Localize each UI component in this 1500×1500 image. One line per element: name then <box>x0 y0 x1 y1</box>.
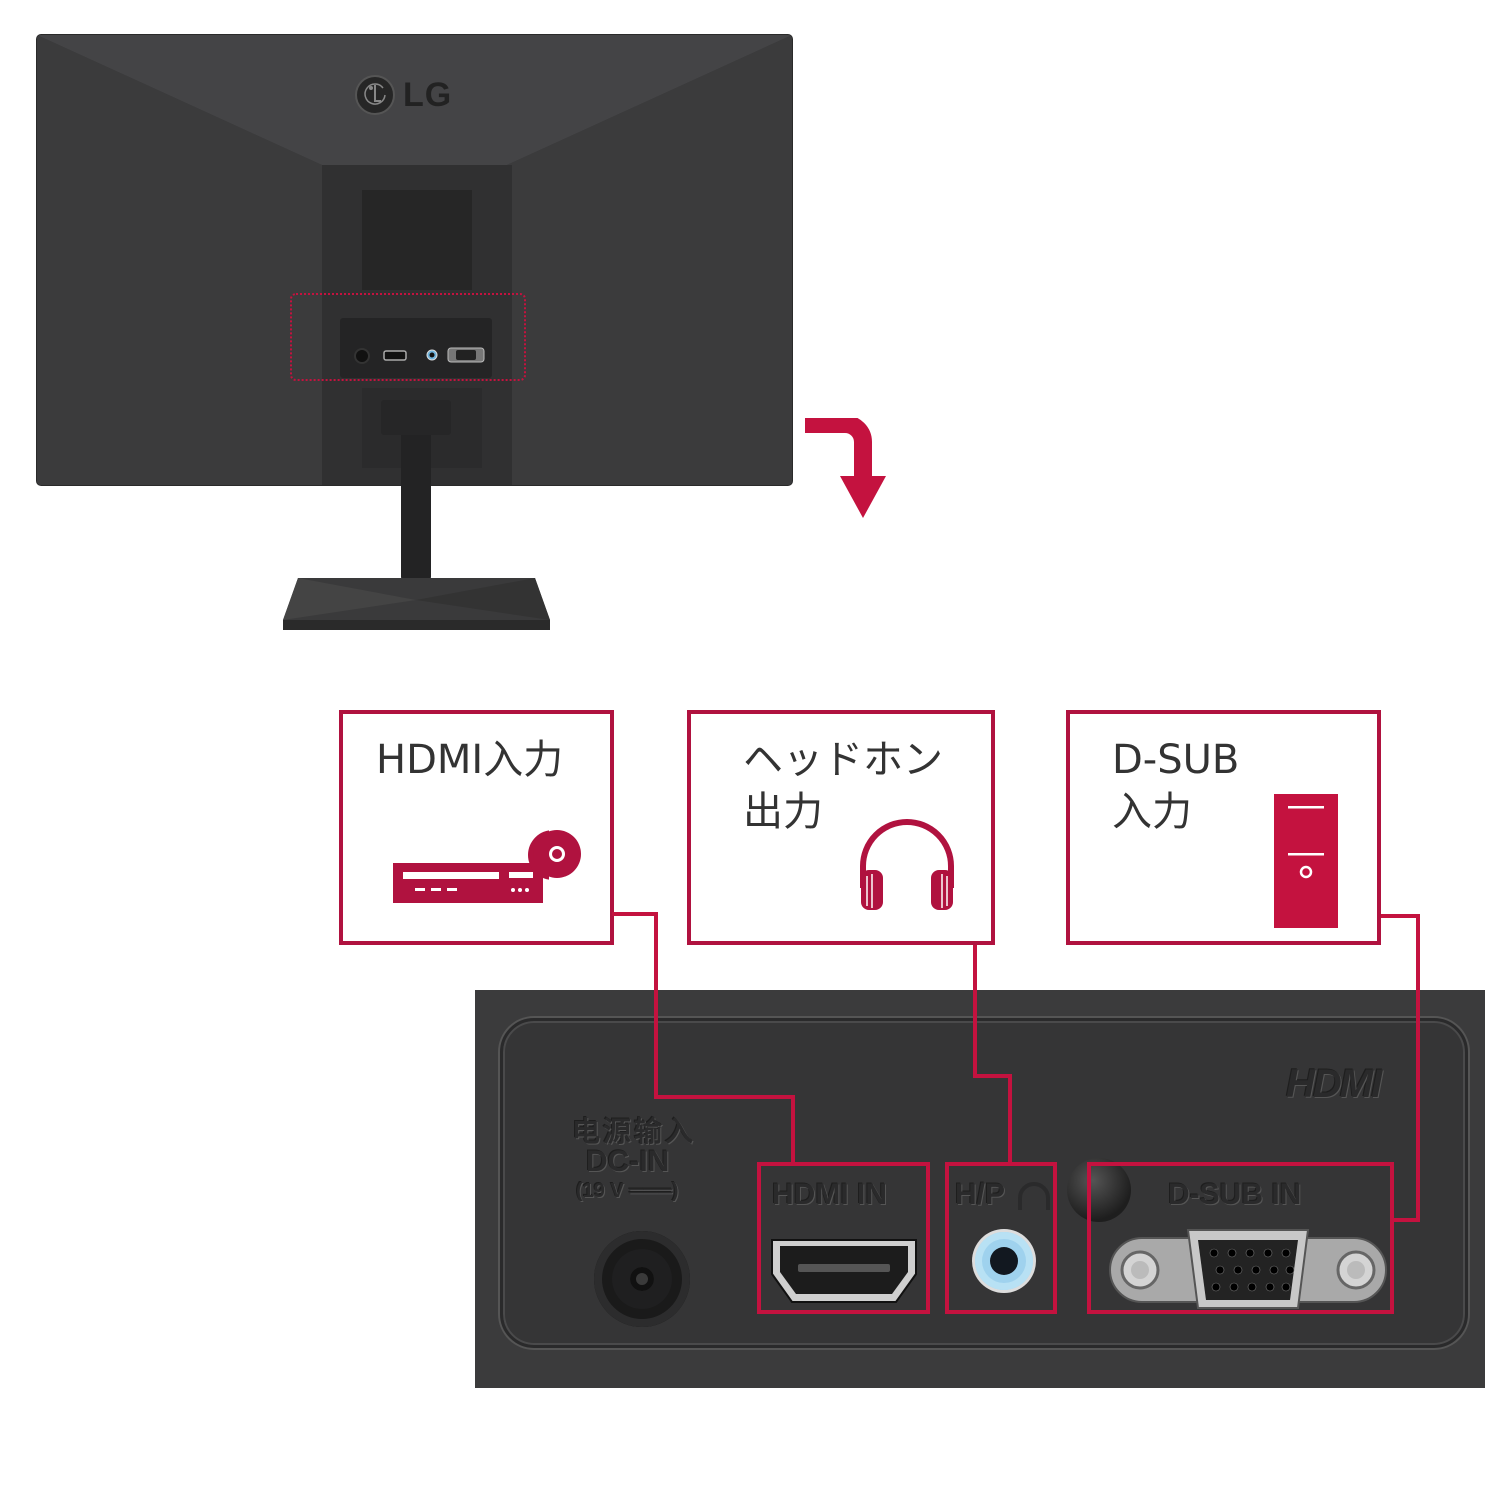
headphones-icon <box>860 819 954 910</box>
stand-base <box>283 578 550 630</box>
brand-logo-text: LG <box>403 75 453 114</box>
headphone-jack <box>975 1232 1033 1290</box>
screw <box>1067 1158 1131 1222</box>
lg-face-icon <box>355 75 395 115</box>
dc-voltage-label: (19 V ═══) <box>576 1180 679 1202</box>
hdmi-logo: HDMI <box>1286 1062 1382 1106</box>
dc-in-label-chinese: 电源输入 <box>572 1116 697 1147</box>
connector-headphone <box>973 945 1012 1164</box>
callout-title: D-SUB 入力 <box>1112 737 1240 835</box>
turn-down-arrow-icon <box>805 418 886 518</box>
hdmi-port <box>771 1239 917 1303</box>
hdmi-port-highlight <box>757 1162 930 1314</box>
stand-hinge <box>381 400 451 435</box>
pc-tower-icon <box>1274 794 1338 928</box>
vga-port <box>1109 1229 1387 1309</box>
headphone-port-label: H/P <box>955 1178 1006 1211</box>
callout-headphone-output: ヘッドホン 出力 <box>687 710 995 945</box>
brand-logo: LG <box>355 75 452 115</box>
monitor-rear <box>37 35 792 485</box>
dsub-port-highlight <box>1087 1162 1394 1314</box>
callout-title: HDMI入力 <box>376 737 564 783</box>
hdmi-in-label: HDMI IN <box>772 1178 887 1211</box>
connector-hdmi <box>612 912 795 1164</box>
monitor-bevel-shading <box>37 35 792 485</box>
rating-label <box>362 190 472 290</box>
disc-icon <box>533 830 581 878</box>
headphone-emboss-icon <box>1018 1182 1050 1210</box>
connector-dsub <box>1381 914 1420 1222</box>
dc-in-label: DC-IN <box>586 1145 670 1178</box>
io-highlight-region <box>290 293 526 381</box>
io-panel-thumbnail <box>340 318 492 378</box>
callout-title: ヘッドホン 出力 <box>743 737 943 835</box>
callout-hdmi-input: HDMI入力 <box>339 710 614 945</box>
callout-dsub-input: D-SUB 入力 <box>1066 710 1381 945</box>
dsub-in-label: D-SUB IN <box>1168 1178 1302 1211</box>
dc-power-jack <box>594 1231 690 1327</box>
headphone-port-highlight <box>945 1162 1057 1314</box>
